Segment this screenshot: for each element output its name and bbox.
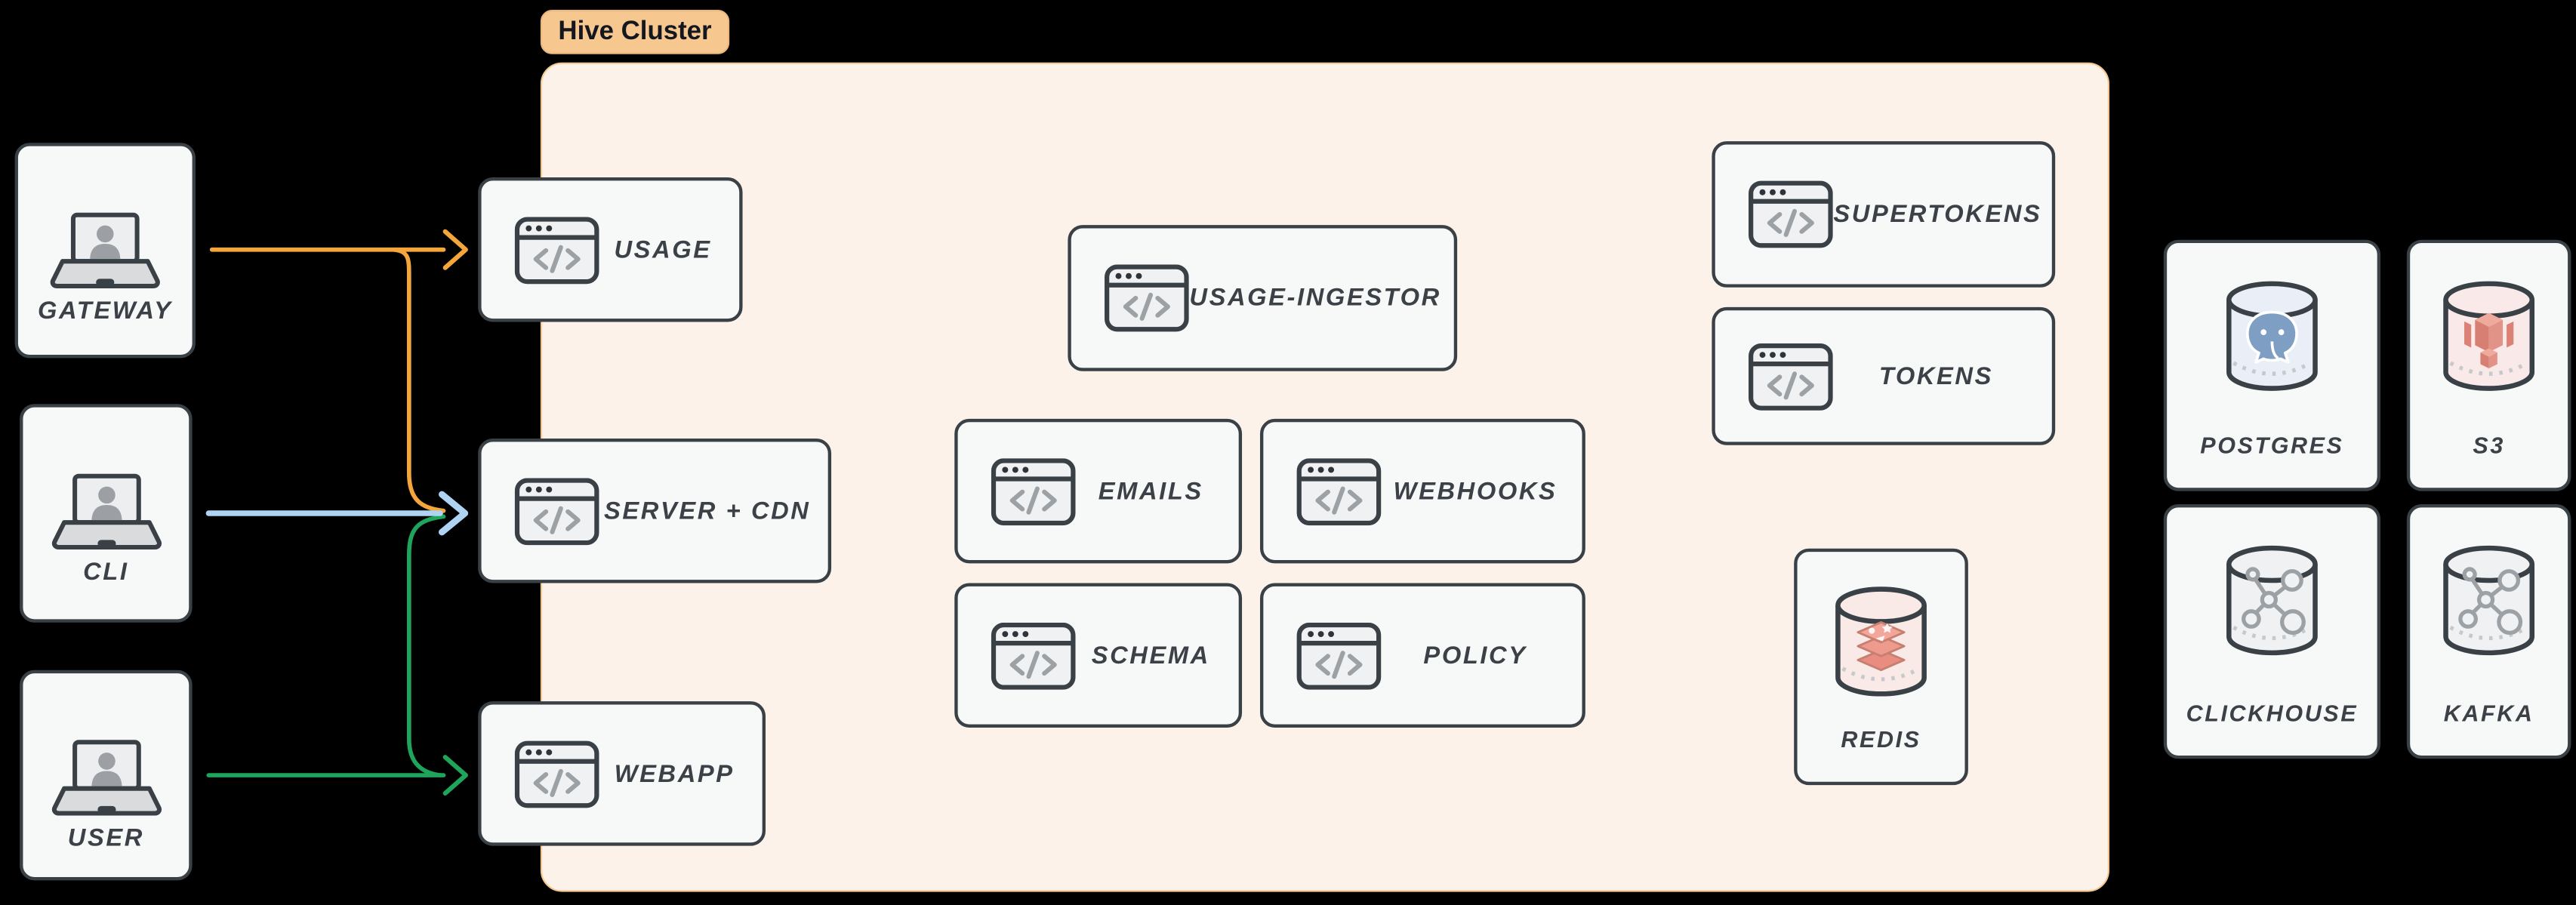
postgres-database-cylinder-icon: [2223, 279, 2322, 398]
service-node-policy: POLICY: [1259, 583, 1585, 728]
code-window-icon: [514, 740, 599, 807]
service-node-label: POLICY: [1423, 641, 1527, 670]
code-window-icon: [991, 457, 1076, 525]
datastore-node-clickhouse: CLICKHOUSE: [2163, 504, 2381, 759]
datastore-node-label: KAFKA: [2443, 699, 2534, 726]
redis-cache-cylinder-icon: [1832, 585, 1930, 703]
service-node-redis: REDIS: [1794, 548, 1968, 786]
orange-arrowhead-icon: [442, 229, 468, 270]
service-node-label: WEBAPP: [614, 759, 735, 788]
data-graph-cylinder-icon: [2223, 543, 2322, 662]
code-window-icon: [991, 622, 1076, 689]
green-arrowhead-icon: [442, 755, 468, 796]
code-window-icon: [1748, 180, 1833, 248]
laptop-user-icon: [47, 739, 165, 821]
gateway-to-server-branch: [392, 247, 446, 513]
code-window-icon: [514, 477, 599, 544]
service-node-emails: EMAILS: [954, 418, 1243, 564]
service-node-supertokens: SUPERTOKENS: [1712, 141, 2056, 288]
service-node-label: USAGE: [614, 235, 712, 264]
s3-storage-cylinder-icon: [2439, 279, 2538, 398]
code-window-icon: [1296, 457, 1382, 525]
service-node-schema: SCHEMA: [954, 583, 1243, 728]
code-window-icon: [1748, 343, 1833, 410]
datastore-node-label: CLICKHOUSE: [2186, 699, 2359, 726]
service-node-tokens: TOKENS: [1712, 306, 2056, 445]
user-to-server-branch: [406, 514, 446, 777]
client-node-user: USER: [20, 670, 193, 881]
code-window-icon: [514, 216, 599, 283]
client-node-label: CLI: [83, 558, 129, 586]
blue-arrowhead-icon: [438, 491, 469, 536]
laptop-user-icon: [46, 212, 165, 294]
client-node-gateway: GATEWAY: [14, 143, 196, 359]
client-node-label: GATEWAY: [38, 297, 173, 325]
service-node-label: EMAILS: [1098, 477, 1203, 506]
data-graph-cylinder-icon: [2439, 543, 2538, 662]
datastore-node-label: S3: [2473, 432, 2505, 459]
service-node-label: TOKENS: [1878, 362, 1993, 390]
code-window-icon: [1104, 264, 1189, 331]
service-node-usage: USAGE: [478, 177, 743, 322]
service-node-server-cdn: SERVER + CDN: [478, 438, 832, 583]
client-node-label: USER: [67, 824, 144, 853]
service-node-label: USAGE-INGESTOR: [1189, 284, 1441, 312]
service-node-label: WEBHOOKS: [1393, 477, 1558, 506]
service-node-usage-ingestor: USAGE-INGESTOR: [1068, 225, 1458, 371]
code-window-icon: [1296, 622, 1382, 689]
service-node-label: SUPERTOKENS: [1833, 200, 2042, 229]
service-node-label: SERVER + CDN: [604, 497, 811, 525]
laptop-user-icon: [47, 473, 165, 556]
service-node-webhooks: WEBHOOKS: [1259, 418, 1585, 564]
service-node-label: SCHEMA: [1091, 641, 1210, 670]
datastore-node-postgres: POSTGRES: [2163, 239, 2381, 491]
datastore-node-label: POSTGRES: [2200, 432, 2344, 459]
service-node-webapp: WEBAPP: [478, 701, 766, 846]
datastore-node-kafka: KAFKA: [2406, 504, 2571, 759]
hive-cluster-label: Hive Cluster: [540, 10, 730, 54]
client-node-cli: CLI: [20, 404, 193, 623]
service-node-label: REDIS: [1841, 725, 1921, 753]
datastore-node-s3: S3: [2406, 239, 2571, 491]
